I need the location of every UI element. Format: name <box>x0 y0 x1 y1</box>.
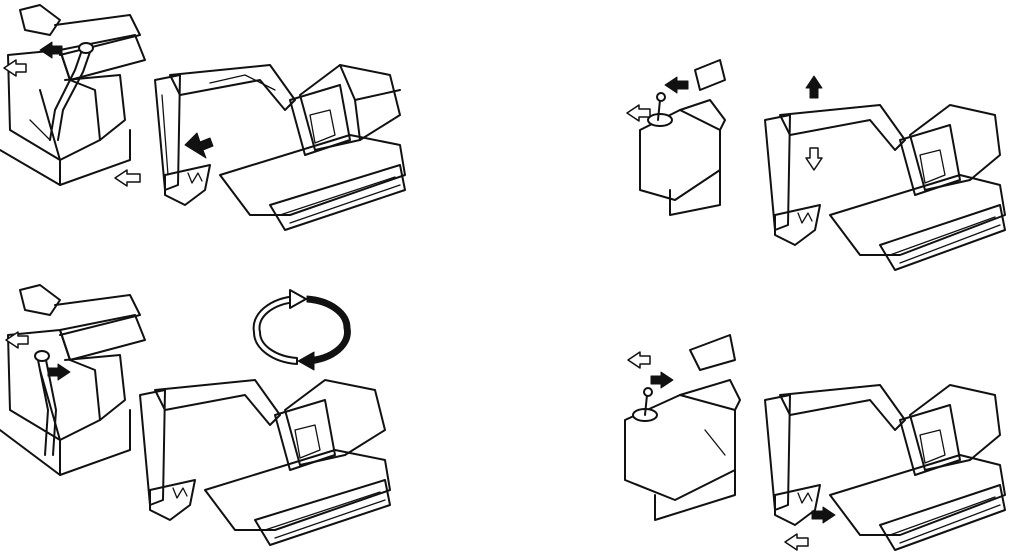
arrow-boom-up-solid <box>806 76 822 98</box>
arrow-bucket-hollow <box>115 170 140 186</box>
rotation-arrows-icon <box>254 290 351 370</box>
arrow-back-hollow <box>627 105 650 121</box>
arrow-boom-down-hollow <box>806 148 822 170</box>
excavator-icon <box>140 380 390 545</box>
panel-boom <box>600 40 1009 280</box>
panel-bucket <box>600 320 1009 559</box>
arrow-forward-solid <box>665 77 688 93</box>
arrow-bucket-out-hollow <box>785 534 808 550</box>
panel-arm <box>0 0 430 250</box>
arrow-right-solid <box>651 372 673 388</box>
lever-closeup-swing <box>0 285 145 475</box>
arrow-forward-solid <box>40 42 62 58</box>
excavator-icon <box>765 385 1005 550</box>
arrow-left-hollow <box>628 352 650 368</box>
panel-swing <box>0 280 430 559</box>
lever-closeup-arm <box>0 5 145 185</box>
excavator-icon <box>765 105 1005 270</box>
arrow-right-solid <box>48 364 70 380</box>
arrow-arm-solid <box>185 133 213 158</box>
